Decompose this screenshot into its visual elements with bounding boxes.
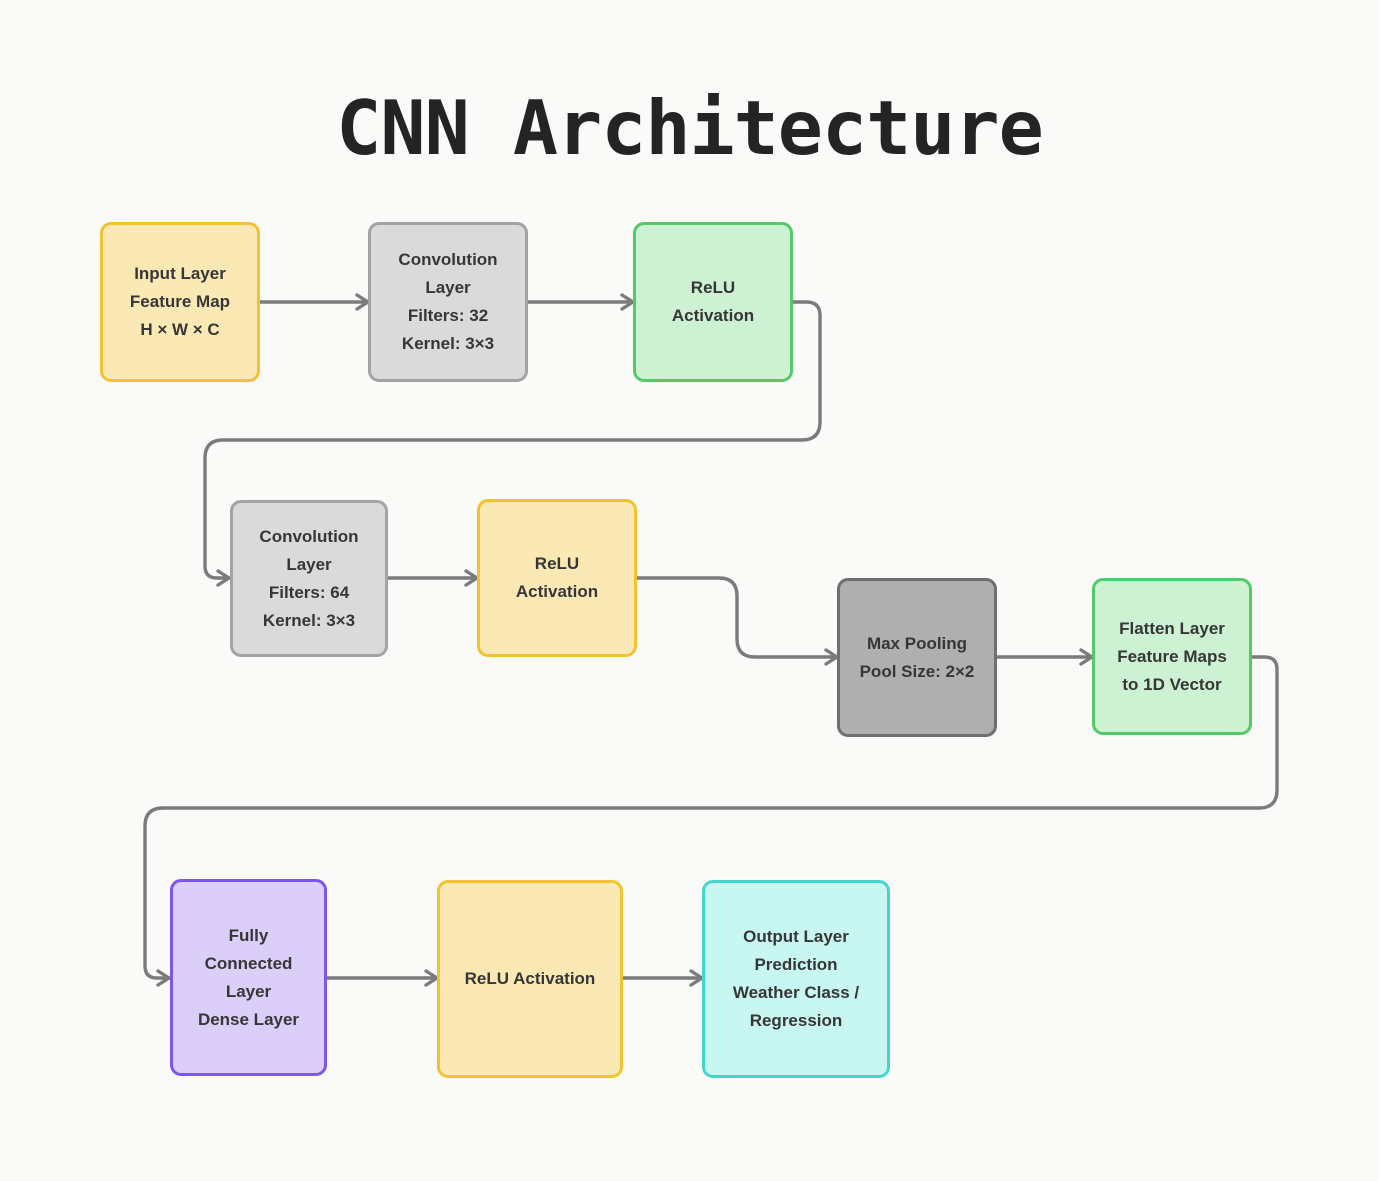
node-label-line: Prediction bbox=[754, 955, 838, 974]
node-label-line: Dense Layer bbox=[197, 1009, 300, 1029]
node-label-line: Input Layer bbox=[134, 264, 226, 283]
node-relu-3: ReLU Activation bbox=[437, 880, 623, 1078]
node-label-line: Convolution bbox=[398, 250, 498, 269]
node-label-line: Regression bbox=[749, 1011, 843, 1030]
node-label-line: ReLU bbox=[534, 554, 580, 573]
node-label-line: Layer bbox=[425, 278, 471, 297]
node-label-line: Pool Size: 2×2 bbox=[859, 661, 975, 681]
node-label-line: Filters: 64 bbox=[268, 582, 350, 602]
node-label-line: Weather Class / bbox=[732, 983, 860, 1002]
node-label-line: Kernel: 3×3 bbox=[401, 334, 495, 353]
node-label-line: Kernel: 3×3 bbox=[262, 610, 356, 630]
node-label-line: Filters: 32 bbox=[407, 306, 489, 325]
node-label-line: Activation bbox=[671, 306, 755, 325]
edge-relu-2-to-max-pooling bbox=[635, 576, 839, 666]
node-label-line: Feature Maps bbox=[1117, 646, 1227, 666]
node-label-line: Max Pooling bbox=[866, 633, 968, 653]
node-label-line: Convolution bbox=[259, 526, 359, 546]
node-label-line: to 1D Vector bbox=[1122, 674, 1222, 694]
node-label-line: Layer bbox=[225, 981, 272, 1001]
node-label-line: H × W × C bbox=[140, 320, 220, 339]
node-label-line: Activation bbox=[515, 582, 599, 601]
page-title: CNN Architecture bbox=[336, 84, 1043, 172]
node-label-line: Fully bbox=[228, 925, 269, 945]
node-label-line: Output Layer bbox=[743, 927, 849, 946]
node-label-line: Layer bbox=[286, 554, 332, 574]
node-relu-1: ReLU Activation bbox=[633, 222, 793, 382]
node-label-line: Flatten Layer bbox=[1119, 618, 1225, 638]
node-label-line: ReLU Activation bbox=[464, 969, 596, 988]
node-label-line: ReLU bbox=[690, 278, 736, 297]
node-label-line: Connected bbox=[204, 953, 293, 973]
node-relu-2: ReLU Activation bbox=[477, 499, 637, 657]
node-label-line: Feature Map bbox=[129, 292, 231, 311]
